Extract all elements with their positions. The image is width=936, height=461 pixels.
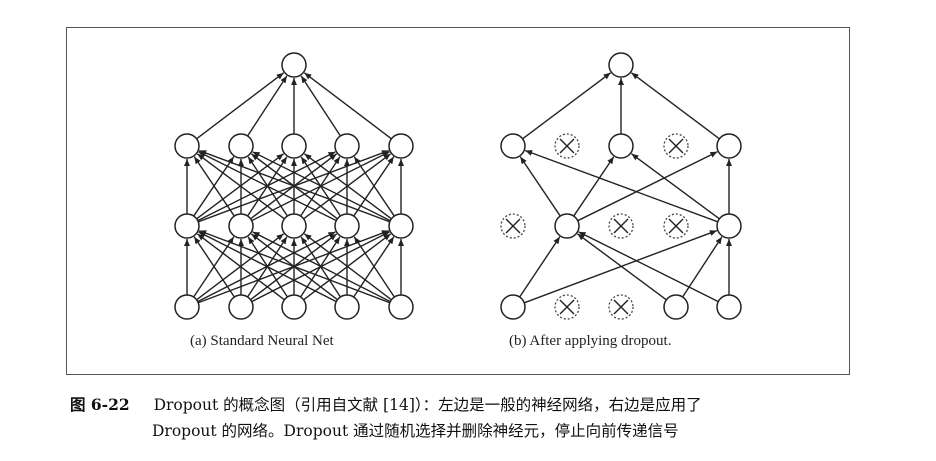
connection-arrow xyxy=(303,153,392,220)
neuron xyxy=(281,213,307,239)
connection-arrow xyxy=(300,75,342,137)
dropped-neuron xyxy=(663,213,689,239)
connection-arrow xyxy=(577,233,667,301)
connection-arrow xyxy=(193,236,235,298)
caption-line-2: Dropout 的网络。Dropout 通过随机选择并删除神经元，停止向前传递信… xyxy=(152,422,679,440)
neuron xyxy=(388,133,414,159)
neuron xyxy=(228,133,254,159)
cross-mark-icon xyxy=(559,299,575,315)
standard-net-edges xyxy=(184,72,404,304)
connection-arrow xyxy=(577,151,718,222)
connection-arrow xyxy=(630,72,720,140)
cross-mark-icon xyxy=(613,299,629,315)
connection-arrow xyxy=(353,156,395,217)
connection-arrow xyxy=(519,156,561,217)
connection-arrow xyxy=(578,231,719,303)
neuron xyxy=(228,294,254,320)
neuron xyxy=(174,133,200,159)
figure-caption: 图 6-22 Dropout 的概念图（引用自文献 [14]）：左边是一般的神经… xyxy=(70,392,890,444)
cross-mark-icon xyxy=(613,218,629,234)
dropped-neuron xyxy=(554,133,580,159)
connection-arrow xyxy=(196,233,285,301)
connection-arrow xyxy=(196,153,285,220)
neuron xyxy=(228,213,254,239)
dropped-neuron xyxy=(554,294,580,320)
neuron xyxy=(174,213,200,239)
connection-arrow xyxy=(198,229,391,304)
dropout-net-nodes xyxy=(500,52,742,320)
dropout-net-edges xyxy=(519,72,732,304)
figure-frame xyxy=(66,27,850,375)
figure-label: 图 6-22 xyxy=(70,395,130,414)
dropped-neuron xyxy=(500,213,526,239)
connection-arrow xyxy=(198,151,337,222)
connection-arrow xyxy=(303,233,392,301)
dropped-neuron xyxy=(608,294,634,320)
connection-arrow xyxy=(246,75,288,137)
connection-arrow xyxy=(523,229,718,304)
cross-mark-icon xyxy=(505,218,521,234)
connection-arrow xyxy=(196,72,285,140)
neuron xyxy=(334,133,360,159)
cross-mark-icon xyxy=(559,138,575,154)
connection-arrow xyxy=(573,156,615,217)
neuron xyxy=(388,213,414,239)
connection-arrow xyxy=(198,149,391,223)
connection-arrow xyxy=(353,236,395,298)
connection-arrow xyxy=(303,72,392,140)
neuron xyxy=(500,294,526,320)
neuron xyxy=(608,52,634,78)
connection-arrow xyxy=(519,236,561,298)
dropped-neuron xyxy=(608,213,634,239)
neuron xyxy=(281,133,307,159)
dropout-net-caption: (b) After applying dropout. xyxy=(509,333,672,349)
caption-line-1: Dropout 的概念图（引用自文献 [14]）：左边是一般的神经网络，右边是应… xyxy=(153,396,702,414)
network-diagram xyxy=(174,52,742,320)
neuron xyxy=(554,213,580,239)
neuron xyxy=(716,294,742,320)
standard-net-nodes xyxy=(174,52,414,320)
connection-arrow xyxy=(252,231,391,303)
neuron xyxy=(500,133,526,159)
neuron xyxy=(716,133,742,159)
cross-mark-icon xyxy=(668,218,684,234)
neuron xyxy=(334,213,360,239)
neuron xyxy=(174,294,200,320)
neuron xyxy=(281,294,307,320)
connection-arrow xyxy=(524,149,718,223)
connection-arrow xyxy=(193,156,235,217)
connection-arrow xyxy=(522,72,612,140)
connection-arrow xyxy=(681,236,723,298)
neuron xyxy=(281,52,307,78)
neuron xyxy=(608,133,634,159)
connection-arrow xyxy=(198,231,337,303)
neuron xyxy=(334,294,360,320)
connection-arrow xyxy=(631,153,720,220)
neuron xyxy=(663,294,689,320)
cross-mark-icon xyxy=(668,138,684,154)
connection-arrow xyxy=(252,151,391,222)
dropped-neuron xyxy=(663,133,689,159)
neuron xyxy=(388,294,414,320)
neuron xyxy=(716,213,742,239)
standard-net-caption: (a) Standard Neural Net xyxy=(190,333,334,349)
